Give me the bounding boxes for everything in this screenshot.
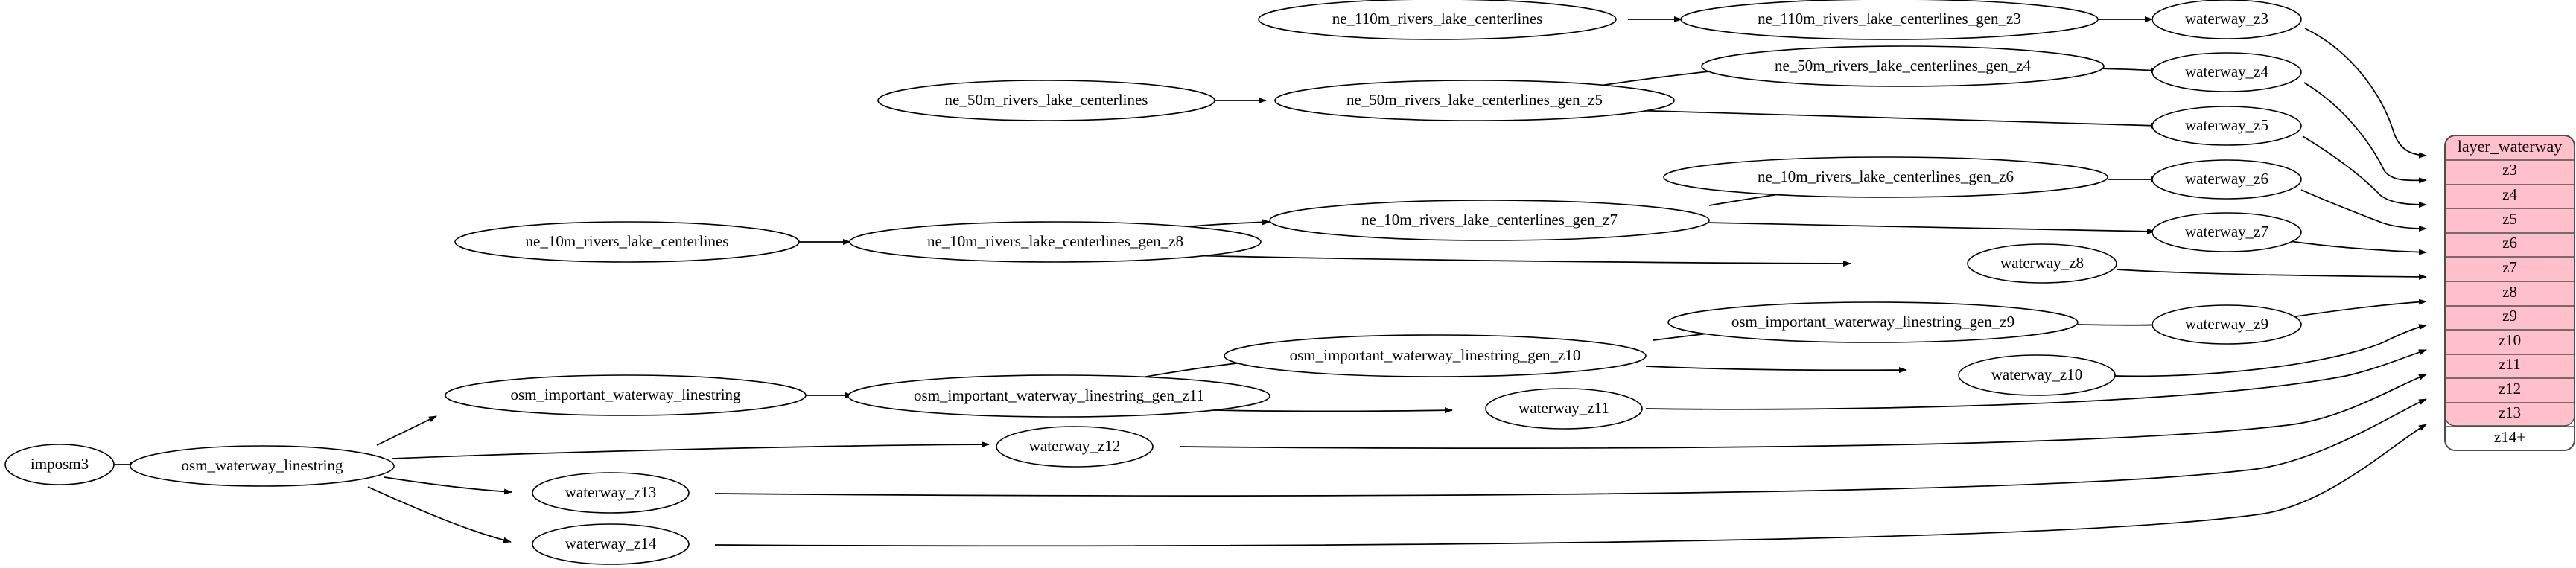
edge-waterway-z11-to-table-z11 xyxy=(1645,349,2427,410)
node-label-waterway-z11: waterway_z11 xyxy=(1518,399,1609,417)
edge-waterway-z13-to-table-z13 xyxy=(714,398,2427,497)
node-label-ne-10m: ne_10m_rivers_lake_centerlines xyxy=(526,232,729,250)
node-imposm3[interactable]: imposm3 xyxy=(4,444,115,485)
node-label-waterway-z12: waterway_z12 xyxy=(1029,437,1120,455)
node-label-waterway-z8: waterway_z8 xyxy=(2000,254,2084,272)
edge-osm-waterway-to-osm-important xyxy=(376,415,437,446)
layer-table-cell-z6[interactable]: z6 xyxy=(2502,234,2517,252)
edge-waterway-z9-to-table-z9 xyxy=(2291,299,2427,318)
layer-table-cell-z10[interactable]: z10 xyxy=(2499,331,2521,349)
layer-table-cell-z8[interactable]: z8 xyxy=(2502,283,2517,301)
layer-table-rows: z3 z4 z5 z6 z7 z8 z9 z10 z11 z12 xyxy=(2445,159,2575,446)
layer-table-cell-z11[interactable]: z11 xyxy=(2499,355,2521,373)
node-waterway-z10[interactable]: waterway_z10 xyxy=(1958,354,2116,396)
node-label-ne-50m: ne_50m_rivers_lake_centerlines xyxy=(945,91,1148,109)
node-ne-10m-rivers-lake-centerlines[interactable]: ne_10m_rivers_lake_centerlines xyxy=(454,221,800,263)
layer-table-cell-z5[interactable]: z5 xyxy=(2502,210,2517,228)
node-label-waterway-z9: waterway_z9 xyxy=(2185,315,2268,333)
node-waterway-z3[interactable]: waterway_z3 xyxy=(2152,0,2302,39)
edge-waterway-z7-to-table-z7 xyxy=(2289,240,2427,255)
node-label-gen-z10: osm_important_waterway_linestring_gen_z1… xyxy=(1290,346,1581,364)
edge-waterway-z6-to-table-z6 xyxy=(2300,189,2427,232)
edge-ne50m-gen-z5-to-waterway-z5 xyxy=(1576,108,2159,129)
node-label-waterway-z13: waterway_z13 xyxy=(565,483,656,501)
node-label-waterway-z6: waterway_z6 xyxy=(2185,170,2268,188)
node-ne-10m-rivers-lake-centerlines-gen-z8[interactable]: ne_10m_rivers_lake_centerlines_gen_z8 xyxy=(849,221,1262,263)
node-ne-50m-rivers-lake-centerlines-gen-z4[interactable]: ne_50m_rivers_lake_centerlines_gen_z4 xyxy=(1701,45,2105,87)
edge-osm-waterway-to-waterway-z14 xyxy=(367,486,512,543)
node-label-ne-110m: ne_110m_rivers_lake_centerlines xyxy=(1332,10,1543,28)
node-label-waterway-z5: waterway_z5 xyxy=(2185,116,2268,134)
layer-table-cell-z4[interactable]: z4 xyxy=(2502,185,2517,203)
node-osm-important-waterway-linestring-gen-z10[interactable]: osm_important_waterway_linestring_gen_z1… xyxy=(1224,334,1647,377)
node-waterway-z7[interactable]: waterway_z7 xyxy=(2152,212,2302,252)
node-label-waterway-z10: waterway_z10 xyxy=(1991,366,2082,383)
node-label-ne-10m-gen-z7: ne_10m_rivers_lake_centerlines_gen_z7 xyxy=(1361,211,1618,229)
layer-table-cell-z14plus[interactable]: z14+ xyxy=(2494,428,2525,446)
node-label-ne-110m-gen-z3: ne_110m_rivers_lake_centerlines_gen_z3 xyxy=(1758,10,2021,28)
edge-ne10m-gen-z7-to-waterway-z7 xyxy=(1705,222,2155,234)
node-osm-waterway-linestring[interactable]: osm_waterway_linestring xyxy=(130,445,395,487)
nodes-layer: imposm3 osm_waterway_linestring osm_impo… xyxy=(4,0,2302,565)
edges-layer xyxy=(58,16,2427,547)
layer-table-cell-z3[interactable]: z3 xyxy=(2502,161,2517,179)
node-ne-10m-rivers-lake-centerlines-gen-z7[interactable]: ne_10m_rivers_lake_centerlines_gen_z7 xyxy=(1269,200,1710,241)
layer-table-title: layer_waterway xyxy=(2458,137,2562,156)
node-ne-110m-rivers-lake-centerlines-gen-z3[interactable]: ne_110m_rivers_lake_centerlines_gen_z3 xyxy=(1680,0,2099,40)
edge-waterway-z5-to-table-z5 xyxy=(2302,135,2427,208)
node-label-waterway-z4: waterway_z4 xyxy=(2185,63,2268,80)
node-label-gen-z11: osm_important_waterway_linestring_gen_z1… xyxy=(914,386,1204,404)
edge-ne10m-gen-z8-to-waterway-z8 xyxy=(1126,253,1851,267)
edge-waterway-z3-to-table-z3 xyxy=(2304,28,2427,159)
node-label-osm-important-waterway-linestring: osm_important_waterway_linestring xyxy=(510,386,741,403)
node-ne-50m-rivers-lake-centerlines-gen-z5[interactable]: ne_50m_rivers_lake_centerlines_gen_z5 xyxy=(1274,80,1675,121)
edge-waterway-z12-to-table-z12 xyxy=(1180,374,2427,449)
edge-waterway-z4-to-table-z4 xyxy=(2303,82,2427,184)
layer-table-cell-z9[interactable]: z9 xyxy=(2502,307,2517,325)
node-label-ne-10m-gen-z6: ne_10m_rivers_lake_centerlines_gen_z6 xyxy=(1758,167,2014,185)
node-label-waterway-z14: waterway_z14 xyxy=(565,535,657,552)
edge-waterway-z10-to-table-z10 xyxy=(2114,324,2427,377)
node-waterway-z13[interactable]: waterway_z13 xyxy=(532,472,690,514)
edge-osm-waterway-to-waterway-z12 xyxy=(392,441,990,459)
node-osm-important-waterway-linestring-gen-z9[interactable]: osm_important_waterway_linestring_gen_z9 xyxy=(1667,301,2079,343)
node-osm-important-waterway-linestring-gen-z11[interactable]: osm_important_waterway_linestring_gen_z1… xyxy=(847,374,1270,418)
node-waterway-z4[interactable]: waterway_z4 xyxy=(2152,52,2302,92)
node-label-waterway-z3: waterway_z3 xyxy=(2185,10,2268,28)
edge-gen-z10-to-waterway-z10 xyxy=(1645,366,1907,374)
layer-table-cell-z7[interactable]: z7 xyxy=(2502,258,2517,276)
node-label-waterway-z7: waterway_z7 xyxy=(2185,223,2268,240)
node-label-imposm3: imposm3 xyxy=(31,455,89,473)
edge-waterway-z14-to-table-z14plus xyxy=(714,424,2427,547)
node-label-ne-50m-gen-z5: ne_50m_rivers_lake_centerlines_gen_z5 xyxy=(1346,91,1603,109)
node-label-osm-waterway-linestring: osm_waterway_linestring xyxy=(182,456,343,474)
node-ne-110m-rivers-lake-centerlines[interactable]: ne_110m_rivers_lake_centerlines xyxy=(1258,0,1617,40)
node-waterway-z6[interactable]: waterway_z6 xyxy=(2152,159,2302,200)
edge-ne50m-gen-z4-to-waterway-z4 xyxy=(2098,67,2159,74)
node-label-ne-10m-gen-z8: ne_10m_rivers_lake_centerlines_gen_z8 xyxy=(927,232,1183,250)
node-label-gen-z9: osm_important_waterway_linestring_gen_z9 xyxy=(1731,313,2014,331)
node-waterway-z14[interactable]: waterway_z14 xyxy=(532,523,690,565)
node-waterway-z12[interactable]: waterway_z12 xyxy=(996,426,1154,468)
edge-waterway-z8-to-table-z8 xyxy=(2116,269,2427,280)
node-waterway-z8[interactable]: waterway_z8 xyxy=(1967,243,2117,284)
node-waterway-z11[interactable]: waterway_z11 xyxy=(1485,388,1643,430)
layer-table-cell-z13[interactable]: z13 xyxy=(2499,403,2521,421)
layer-waterway-table[interactable]: layer_waterway z3 z4 z5 z6 z7 z8 z9 z10 xyxy=(2444,135,2575,451)
node-ne-50m-rivers-lake-centerlines[interactable]: ne_50m_rivers_lake_centerlines xyxy=(877,80,1215,121)
node-waterway-z5[interactable]: waterway_z5 xyxy=(2152,106,2302,146)
node-osm-important-waterway-linestring[interactable]: osm_important_waterway_linestring xyxy=(445,374,807,416)
node-label-ne-50m-gen-z4: ne_50m_rivers_lake_centerlines_gen_z4 xyxy=(1775,57,2032,74)
layer-table-cell-z12[interactable]: z12 xyxy=(2499,380,2521,398)
node-ne-10m-rivers-lake-centerlines-gen-z6[interactable]: ne_10m_rivers_lake_centerlines_gen_z6 xyxy=(1663,156,2108,198)
node-waterway-z9[interactable]: waterway_z9 xyxy=(2152,304,2302,345)
edge-osm-waterway-to-waterway-z13 xyxy=(384,476,512,495)
